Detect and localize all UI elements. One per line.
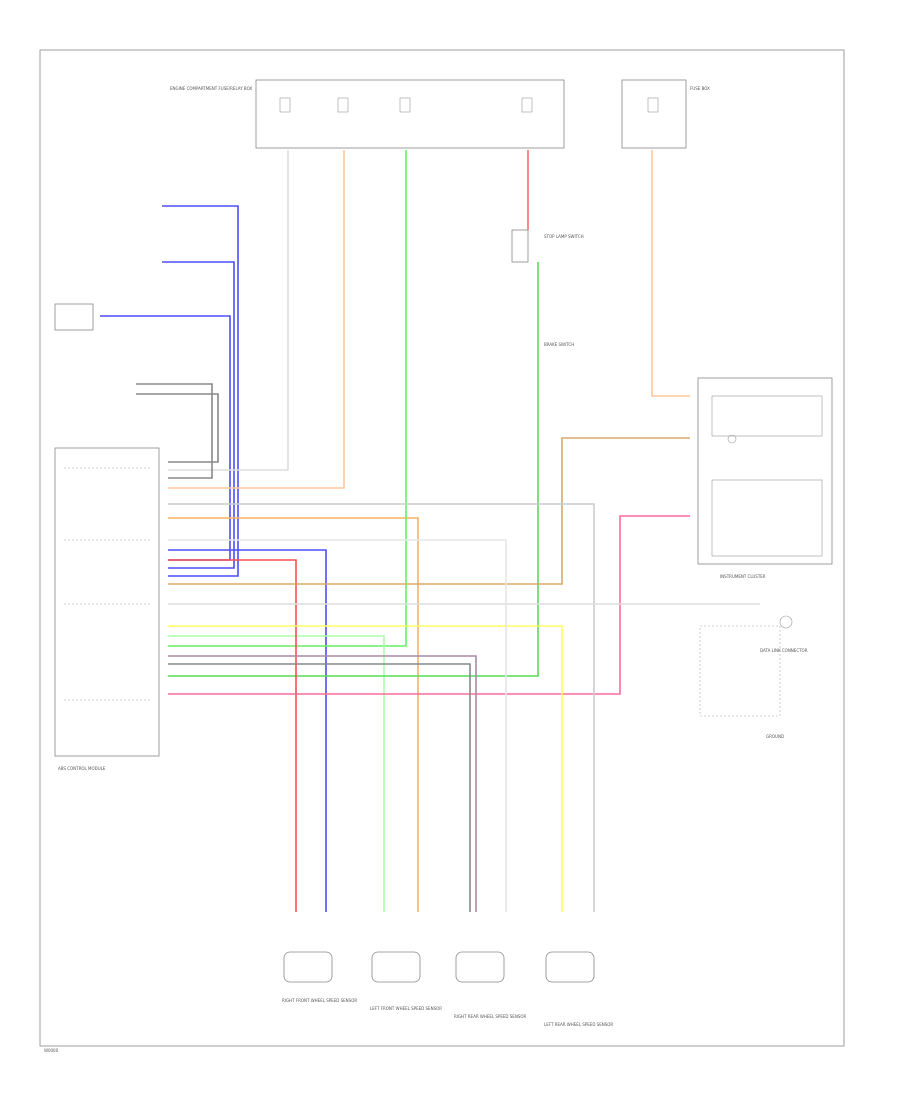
wire-darkgrey (168, 663, 471, 912)
wire-yellow (168, 625, 563, 912)
wire-blue-rf (168, 549, 327, 912)
wire-grey-switch (136, 383, 213, 479)
wire-purple (168, 655, 477, 912)
wire-lightgrey (168, 539, 507, 912)
stop-switch (511, 229, 529, 263)
wire-green-stop (168, 262, 539, 677)
abs-module (54, 447, 160, 757)
fuse-box-a (255, 79, 565, 149)
diagram-frame (39, 49, 845, 1047)
wire-tan-cluster (168, 437, 690, 585)
wheel-rf-label: RIGHT FRONT WHEEL SPEED SENSOR (282, 998, 357, 1003)
wheel-sensor-lr (545, 951, 595, 983)
fuse-b-symbol (647, 97, 659, 113)
wire-green-fuse (168, 150, 407, 647)
abs-pin-labels (64, 467, 150, 701)
ground-label: GROUND (766, 734, 784, 739)
stop-switch-label: STOP LAMP SWITCH (544, 234, 584, 239)
fuse-box-b-label: FUSE BOX (690, 86, 710, 91)
dlc-icon (779, 615, 793, 629)
wheel-sensor-rr (455, 951, 505, 983)
dlc-connector (699, 625, 781, 717)
wire-orange-lr (168, 517, 419, 912)
wheel-sensor-lf (371, 951, 421, 983)
sensor-component (54, 303, 94, 331)
wire-blue-3 (100, 315, 231, 561)
fuse-box-a-label: ENGINE COMPARTMENT FUSE/RELAY BOX (170, 86, 252, 91)
wire-blue-1 (162, 205, 239, 577)
wire-grey-switch-2 (136, 393, 219, 463)
wire-orange-cluster (651, 150, 690, 397)
dlc-label: DATA LINK CONNECTOR (760, 648, 808, 653)
wheel-sensors (283, 951, 595, 983)
fuse-symbols (279, 97, 533, 113)
cluster-module (711, 479, 823, 557)
instrument-cluster (697, 377, 833, 565)
page-code: W0000 (44, 1048, 59, 1053)
instrument-cluster-label: INSTRUMENT CLUSTER (720, 574, 766, 579)
fuse-box-b (621, 79, 687, 149)
cluster-warning-lamp (711, 395, 823, 437)
wire-pink-cluster (168, 515, 690, 695)
wire-blue-2 (162, 261, 235, 569)
wheel-rr-label: RIGHT REAR WHEEL SPEED SENSOR (454, 1014, 526, 1019)
brake-switch-label: BRAKE SWITCH (544, 342, 574, 347)
abs-module-label: ABS CONTROL MODULE (58, 766, 106, 771)
warning-lamp-icon (727, 434, 737, 444)
wire-orange-fuse (168, 150, 345, 489)
wheel-sensor-rf (283, 951, 333, 983)
wire-red-rr (168, 559, 297, 912)
wheel-lr-label: LEFT REAR WHEEL SPEED SENSOR (544, 1022, 613, 1027)
wire-green-lf (168, 635, 385, 912)
wire-grey-long (168, 503, 595, 912)
wire-grey-fuse (168, 150, 289, 471)
wheel-lf-label: LEFT FRONT WHEEL SPEED SENSOR (370, 1006, 442, 1011)
